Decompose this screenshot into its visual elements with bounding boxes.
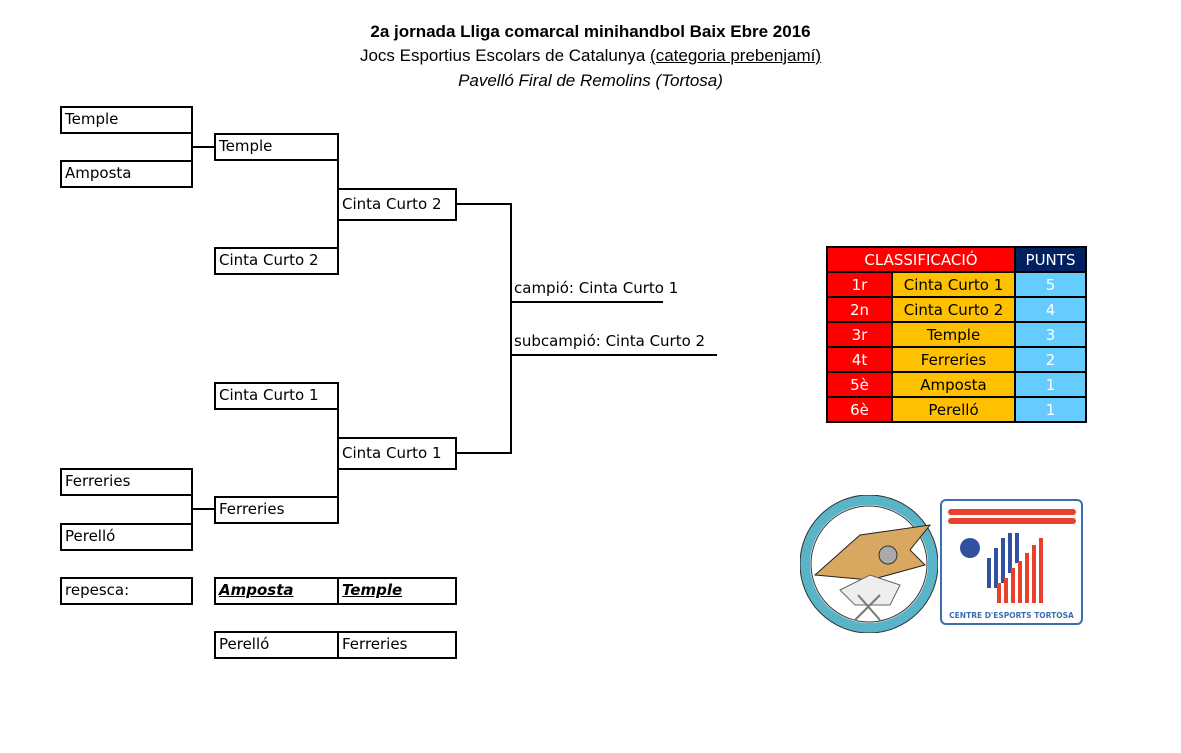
repesca-label: repesca:	[60, 577, 193, 605]
repesca-team: Amposta	[214, 577, 339, 605]
consell-esportiu-logo	[800, 495, 938, 633]
champion-line	[510, 301, 663, 303]
standings-pts: 5	[1014, 271, 1087, 298]
r2-team: Cinta Curto 1	[214, 382, 339, 410]
standings-header: CLASSIFICACIÓ PUNTS	[826, 246, 1087, 273]
standings-team: Cinta Curto 2	[891, 296, 1016, 323]
connector	[456, 452, 512, 454]
standings-pos: 3r	[826, 321, 893, 348]
runner-up-label: subcampió: Cinta Curto 2	[514, 332, 706, 350]
connector	[510, 203, 512, 454]
centre-esports-emblem	[948, 509, 1076, 603]
repesca-team: Temple	[337, 577, 457, 605]
standings-pts: 2	[1014, 346, 1087, 373]
connector	[191, 508, 216, 510]
r1-team: Ferreries	[60, 468, 193, 496]
header-classificacio: CLASSIFICACIÓ	[826, 246, 1016, 273]
standings-pos: 6è	[826, 396, 893, 423]
standings-pts: 3	[1014, 321, 1087, 348]
r2-team: Ferreries	[214, 496, 339, 524]
connector	[191, 146, 216, 148]
champion-label: campió: Cinta Curto 1	[514, 279, 679, 297]
semi-team: Cinta Curto 1	[337, 437, 457, 470]
standings-pos: 2n	[826, 296, 893, 323]
centre-esports-logo: CENTRE D'ESPORTS TORTOSA	[940, 499, 1083, 625]
standings-team: Perelló	[891, 396, 1016, 423]
r2-team: Temple	[214, 133, 339, 161]
repesca-team: Ferreries	[337, 631, 457, 659]
subtitle-main: Jocs Esportius Escolars de Catalunya	[359, 46, 651, 65]
connector	[456, 203, 512, 205]
runner-up-line	[510, 354, 717, 356]
standings-team: Ferreries	[891, 346, 1016, 373]
subtitle: Jocs Esportius Escolars de Catalunya (ca…	[0, 46, 1181, 66]
title: 2a jornada Lliga comarcal minihandbol Ba…	[370, 22, 811, 41]
standings-team: Temple	[891, 321, 1016, 348]
standings-pts: 4	[1014, 296, 1087, 323]
r1-team: Perelló	[60, 523, 193, 551]
standings-team: Cinta Curto 1	[891, 271, 1016, 298]
standings-pos: 1r	[826, 271, 893, 298]
standings-pos: 4t	[826, 346, 893, 373]
centre-esports-text: CENTRE D'ESPORTS TORTOSA	[949, 611, 1074, 620]
standings-pts: 1	[1014, 396, 1087, 423]
r1-team: Temple	[60, 106, 193, 134]
venue: Pavelló Firal de Remolins (Tortosa)	[458, 71, 723, 90]
subtitle-category: (categoria prebenjamí)	[650, 46, 822, 65]
standings-team: Amposta	[891, 371, 1016, 398]
r1-team: Amposta	[60, 160, 193, 188]
standings-pts: 1	[1014, 371, 1087, 398]
repesca-team: Perelló	[214, 631, 339, 659]
standings-pos: 5è	[826, 371, 893, 398]
r2-team: Cinta Curto 2	[214, 247, 339, 275]
header-punts: PUNTS	[1014, 246, 1087, 273]
semi-team: Cinta Curto 2	[337, 188, 457, 221]
